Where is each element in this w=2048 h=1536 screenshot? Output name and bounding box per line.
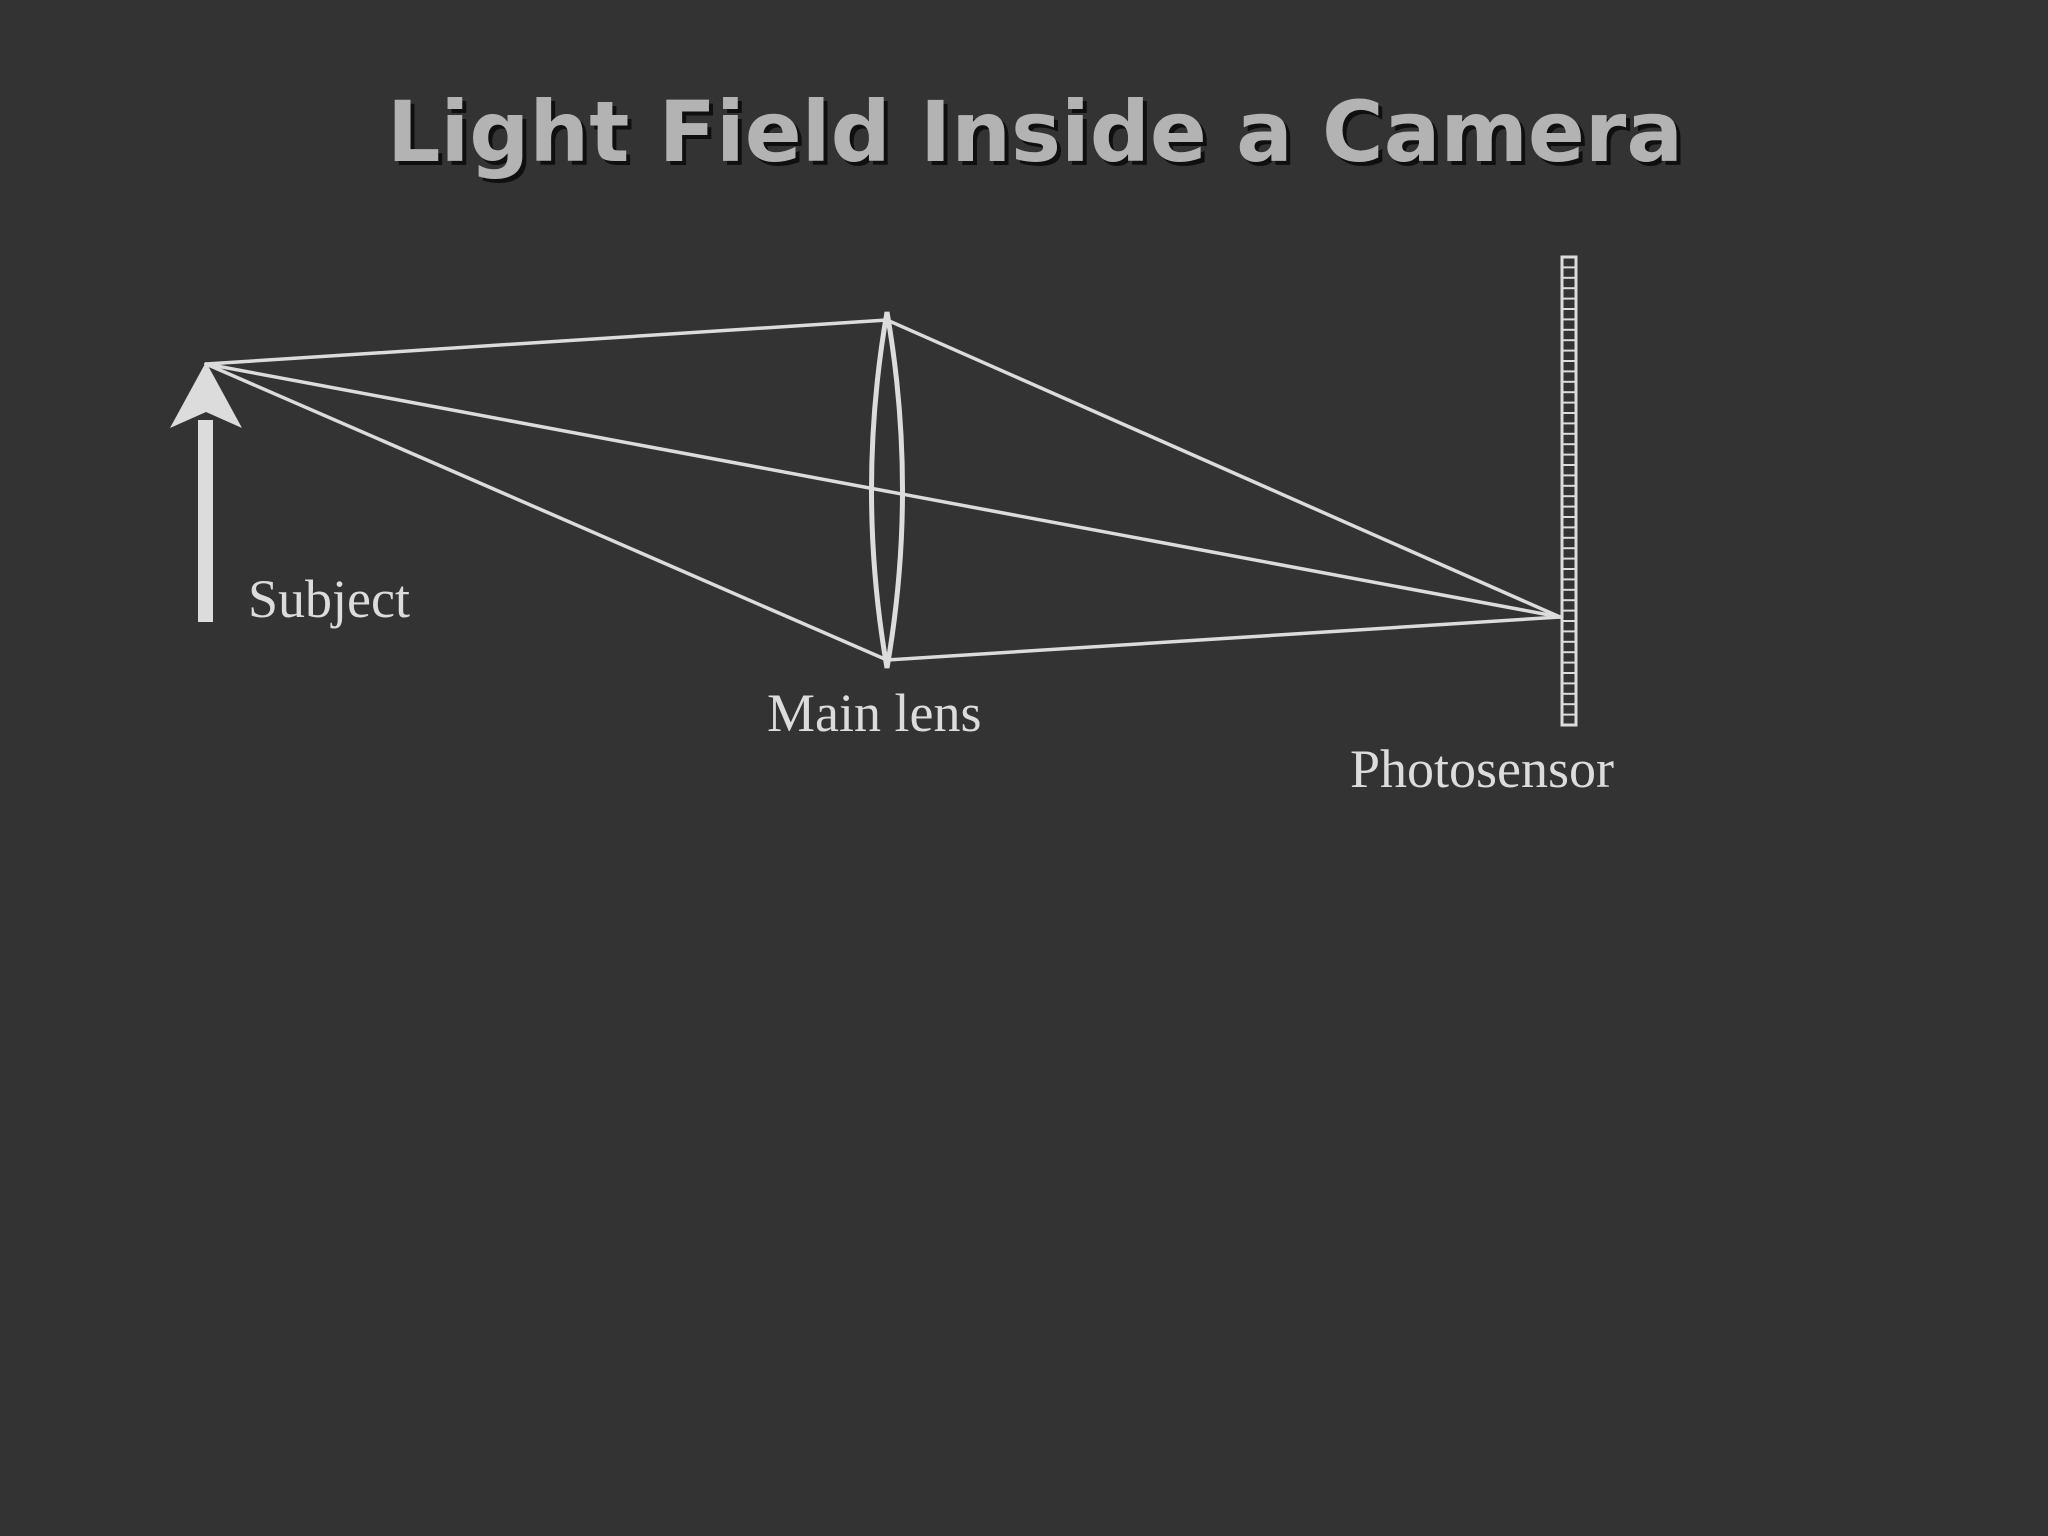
- ray-subject-to-lens-bottom: [204, 362, 889, 662]
- subject-arrow-shaft: [198, 420, 213, 622]
- ray-lens-top-to-sensor: [885, 318, 1562, 619]
- light-rays: [204, 318, 1562, 662]
- main-lens-label: Main lens: [767, 683, 981, 743]
- ray-subject-through-lens-center: [204, 362, 1562, 619]
- slide-title: Light Field Inside a Camera: [386, 83, 1683, 181]
- ray-lens-bottom-to-sensor: [885, 615, 1562, 662]
- ray-subject-to-lens-top: [204, 318, 889, 366]
- photosensor-label: Photosensor: [1350, 739, 1614, 799]
- main-lens-shape: [869, 311, 905, 669]
- photosensor: [1560, 255, 1578, 727]
- subject-arrow: [170, 362, 242, 622]
- main-lens: [869, 311, 905, 669]
- subject-arrow-head: [170, 362, 242, 428]
- subject-label: Subject: [248, 569, 410, 629]
- photosensor-frame: [1560, 255, 1578, 727]
